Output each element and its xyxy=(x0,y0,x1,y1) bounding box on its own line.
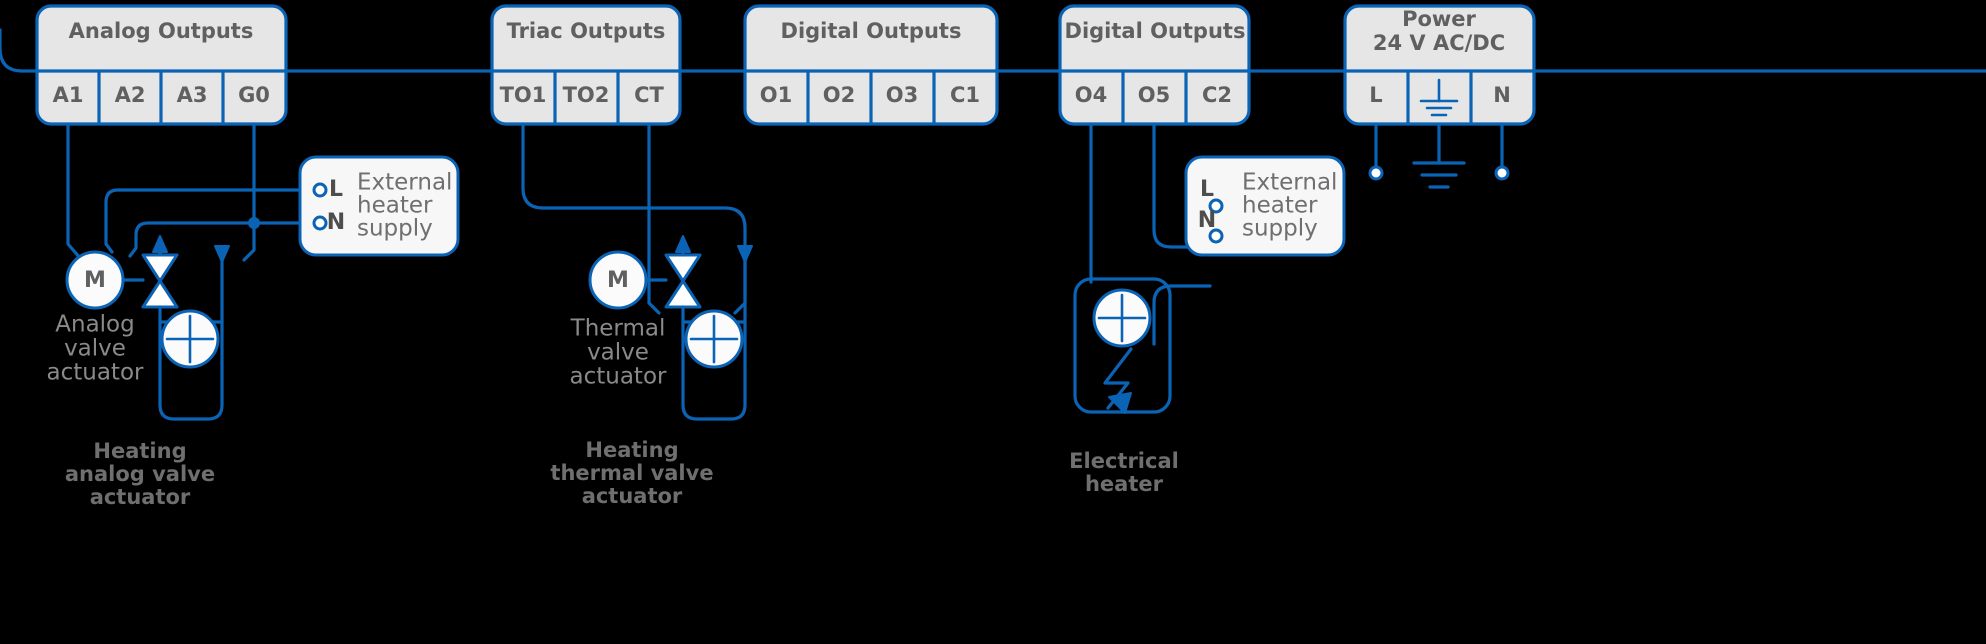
pin-o1[interactable]: O1 xyxy=(760,83,792,107)
callout-left-terminal-l[interactable] xyxy=(312,182,328,198)
power-l-terminal[interactable] xyxy=(1368,165,1384,181)
pin-o2[interactable]: O2 xyxy=(823,83,855,107)
terminal-block-triac-outputs[interactable]: Triac Outputs TO1 TO2 CT xyxy=(490,4,682,126)
group-caption-thermal-2: thermal valve xyxy=(550,461,713,485)
triac-outputs-block-body xyxy=(490,4,682,126)
callout-right-terminal-l[interactable] xyxy=(1208,198,1224,214)
power-title: Power xyxy=(1402,7,1476,31)
analog-outputs-title: Analog Outputs xyxy=(69,19,254,43)
callout-left-line-3: supply xyxy=(357,216,433,242)
power-title-line2: 24 V AC/DC xyxy=(1373,31,1505,55)
terminal-block-analog-outputs[interactable]: Analog Outputs A1 A2 A3 G0 xyxy=(35,4,288,126)
callout-left-pin-n: N xyxy=(327,210,345,235)
terminal-block-power[interactable]: Power 24 V AC/DC L N xyxy=(1343,4,1536,126)
wire-ext-n-to-motor xyxy=(128,221,322,258)
electrical-heater-enclosure xyxy=(1073,277,1172,414)
callout-right-box xyxy=(1184,155,1346,257)
pipe-loop-thermal xyxy=(681,320,747,421)
callout-right-terminal-n[interactable] xyxy=(1208,228,1224,244)
analog-heat-exchanger-icon xyxy=(160,309,220,369)
pin-to1[interactable]: TO1 xyxy=(500,83,547,107)
pin-c2[interactable]: C2 xyxy=(1202,83,1232,107)
wire-g0-down xyxy=(242,122,256,262)
pin-o3[interactable]: O3 xyxy=(886,83,918,107)
wire-o5-to-ext-l xyxy=(1152,122,1212,249)
pipe-return-arrow-thermal xyxy=(737,245,753,263)
earth-ground-icon xyxy=(1419,78,1459,117)
power-n-terminal[interactable] xyxy=(1494,165,1510,181)
group-caption-analog-3: actuator xyxy=(90,485,191,509)
group-caption-electrical-2: heater xyxy=(1085,472,1164,496)
group-caption-electrical-1: Electrical xyxy=(1069,449,1179,473)
wire-ct-to-motor xyxy=(647,122,661,315)
thermal-heat-exchanger-icon xyxy=(684,309,744,369)
callout-right-pin-l: L xyxy=(1200,177,1214,202)
pin-to2[interactable]: TO2 xyxy=(563,83,610,107)
analog-valve-motor-letter: M xyxy=(84,268,106,293)
group-caption-analog-2: analog valve xyxy=(65,462,215,486)
pin-power-n[interactable]: N xyxy=(1493,83,1511,107)
left-edge-bus-wire xyxy=(0,28,46,73)
thermal-valve-motor-letter: M xyxy=(607,268,629,293)
triac-outputs-title: Triac Outputs xyxy=(507,19,666,43)
junction-dot-g0-n xyxy=(248,217,260,229)
wire-ext-n-to-heater xyxy=(1152,284,1212,346)
callout-right-line-1: External xyxy=(1242,170,1337,196)
analog-valve-caption-2: valve xyxy=(64,336,126,362)
pin-g0[interactable]: G0 xyxy=(238,83,270,107)
callout-left-pin-l: L xyxy=(329,177,343,202)
power-earth-ground-symbol xyxy=(1412,161,1466,189)
callout-right-line-3: supply xyxy=(1242,216,1318,242)
group-caption-analog-1: Heating xyxy=(93,439,186,463)
callout-left-terminal-n[interactable] xyxy=(312,215,328,231)
pin-power-l[interactable]: L xyxy=(1369,83,1382,107)
terminal-block-digital-outputs-1[interactable]: Digital Outputs O1 O2 O3 C1 xyxy=(743,4,999,126)
wire-a1-to-motor xyxy=(66,122,82,260)
pipe-return-arrow-analog xyxy=(214,245,230,263)
pin-o5[interactable]: O5 xyxy=(1138,83,1170,107)
digital-outputs-1-title: Digital Outputs xyxy=(781,19,962,43)
wire-to1-bend xyxy=(521,122,747,242)
callout-left-line-1: External xyxy=(357,170,452,196)
callout-left-line-2: heater xyxy=(357,193,433,219)
pin-o4[interactable]: O4 xyxy=(1075,83,1107,107)
callout-external-heater-supply-left[interactable]: L N External heater supply xyxy=(298,155,460,257)
pipe-loop-analog xyxy=(158,320,224,421)
analog-valve-icon xyxy=(141,235,179,309)
callout-right-line-2: heater xyxy=(1242,193,1318,219)
pin-a1[interactable]: A1 xyxy=(53,83,84,107)
callout-left-box xyxy=(298,155,460,257)
terminal-block-digital-outputs-2[interactable]: Digital Outputs O4 O5 C2 xyxy=(1058,4,1251,126)
electrical-heat-exchanger-icon xyxy=(1092,288,1152,348)
pin-ct[interactable]: CT xyxy=(634,83,664,107)
digital-outputs-2-title: Digital Outputs xyxy=(1065,19,1246,43)
thermal-valve-caption-1: Thermal xyxy=(570,316,666,342)
lightning-bolt-icon xyxy=(1103,347,1133,414)
group-caption-thermal-3: actuator xyxy=(582,484,683,508)
wire-ext-l-to-motor xyxy=(104,188,322,254)
thermal-valve-caption-2: valve xyxy=(587,340,649,366)
analog-valve-caption-1: Analog xyxy=(55,312,134,338)
pin-a3[interactable]: A3 xyxy=(177,83,208,107)
callout-external-heater-supply-right[interactable]: L N External heater supply xyxy=(1184,155,1346,257)
analog-valve-caption-3: actuator xyxy=(47,360,145,386)
callout-right-pin-n: N xyxy=(1198,208,1216,233)
pin-c1[interactable]: C1 xyxy=(950,83,980,107)
group-caption-thermal-1: Heating xyxy=(585,438,678,462)
thermal-valve-icon xyxy=(664,235,702,309)
pin-a2[interactable]: A2 xyxy=(115,83,146,107)
thermal-valve-caption-3: actuator xyxy=(570,364,668,390)
